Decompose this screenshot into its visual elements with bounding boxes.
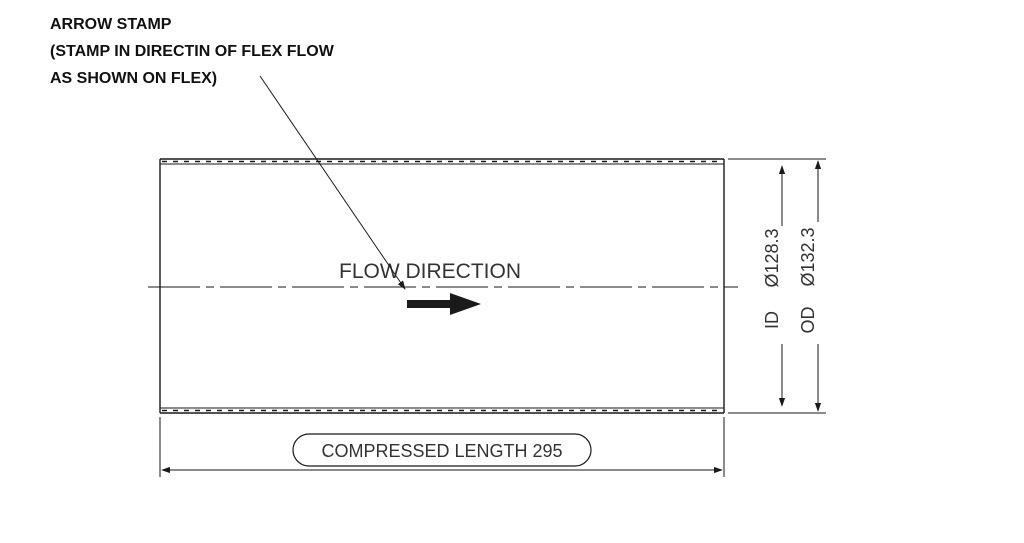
length-dimension bbox=[159, 417, 725, 477]
stamp-leader-line bbox=[259, 75, 406, 290]
length-label-frame bbox=[292, 433, 592, 467]
id-value: Ø128.3 bbox=[762, 228, 782, 287]
flow-direction-label: FLOW DIRECTION bbox=[339, 260, 521, 283]
od-label-gap bbox=[798, 222, 822, 344]
flow-direction-arrow bbox=[407, 293, 481, 315]
id-label: ID bbox=[762, 311, 782, 329]
arrow-stamp-note: ARROW STAMP (STAMP IN DIRECTIN OF FLEX F… bbox=[50, 11, 334, 92]
note-line-3: AS SHOWN ON FLEX) bbox=[50, 70, 218, 87]
compressed-length-label: COMPRESSED LENGTH 295 bbox=[321, 441, 562, 461]
od-value: Ø132.3 bbox=[798, 227, 818, 286]
id-label-gap bbox=[762, 226, 786, 344]
od-label: OD bbox=[798, 306, 818, 333]
pipe-body bbox=[159, 158, 725, 414]
note-line-2: (STAMP IN DIRECTIN OF FLEX FLOW bbox=[50, 43, 334, 60]
note-line-1: ARROW STAMP bbox=[50, 16, 172, 33]
